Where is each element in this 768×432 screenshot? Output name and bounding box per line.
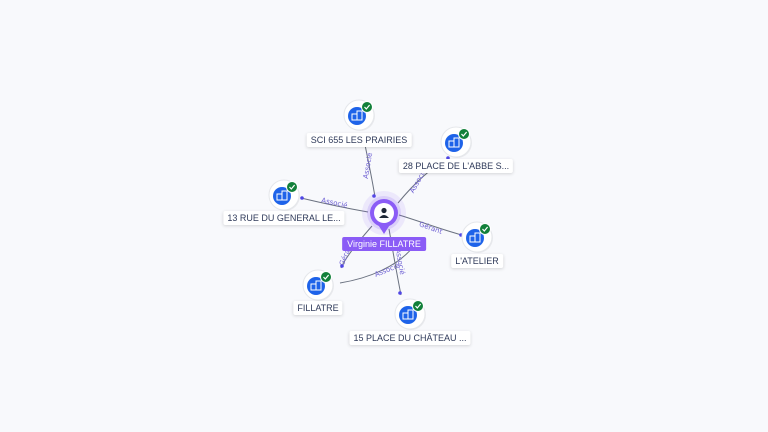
- edge-line: [388, 228, 402, 296]
- check-mark: [415, 303, 422, 309]
- building-glyph-right: [474, 232, 481, 243]
- company-label[interactable]: 15 PLACE DU CHÂTEAU ...: [349, 331, 471, 345]
- edge-arrow: [340, 264, 344, 268]
- check-mark: [289, 184, 296, 190]
- company-node-abbe[interactable]: [440, 126, 472, 158]
- check-mark: [461, 131, 468, 137]
- nodes-layer: [268, 99, 493, 330]
- check-mark: [323, 274, 330, 280]
- verified-check-icon: [320, 271, 332, 283]
- edge-line: [398, 214, 463, 236]
- building-glyph-right: [407, 309, 414, 320]
- company-node-sci655[interactable]: [343, 99, 375, 131]
- verified-check-icon: [412, 300, 424, 312]
- edge-general: Associé: [300, 196, 369, 213]
- check-mark: [482, 226, 489, 232]
- person-icon-body: [379, 215, 389, 218]
- verified-check-icon: [479, 223, 491, 235]
- edge-line: [300, 197, 369, 213]
- company-label[interactable]: SCI 655 LES PRAIRIES: [306, 133, 412, 147]
- company-label[interactable]: L'ATELIER: [451, 254, 503, 268]
- edge-arrow: [372, 194, 376, 198]
- edge-arrow: [300, 196, 304, 200]
- building-glyph-right: [356, 110, 363, 121]
- verified-check-icon: [361, 101, 373, 113]
- company-node-chateau[interactable]: [394, 298, 426, 330]
- person-node[interactable]: [362, 191, 406, 235]
- company-node-general[interactable]: [268, 179, 300, 211]
- check-mark: [364, 104, 371, 110]
- company-label[interactable]: FILLATRE: [293, 301, 343, 315]
- company-label[interactable]: 28 PLACE DE L'ABBE S...: [398, 159, 514, 173]
- company-node-fillatre[interactable]: [302, 269, 334, 301]
- company-node-latelier[interactable]: [461, 221, 493, 253]
- company-label[interactable]: 13 RUE DU GENERAL LE...: [223, 211, 345, 225]
- building-glyph-right: [315, 280, 322, 291]
- edge-label: Associé: [321, 196, 349, 209]
- edge-arrow: [398, 291, 402, 295]
- person-icon: [381, 207, 387, 214]
- edge-label: Gérant: [418, 220, 444, 236]
- building-glyph-right: [453, 137, 460, 148]
- edge-arrow: [446, 156, 450, 160]
- verified-check-icon: [458, 128, 470, 140]
- person-label[interactable]: Virginie FILLATRE: [342, 237, 426, 251]
- edge-line: [339, 245, 415, 284]
- verified-check-icon: [286, 181, 298, 193]
- edge-latelier: Gérant: [398, 214, 463, 237]
- edge-label: Associé: [362, 152, 374, 179]
- building-glyph-right: [281, 190, 288, 201]
